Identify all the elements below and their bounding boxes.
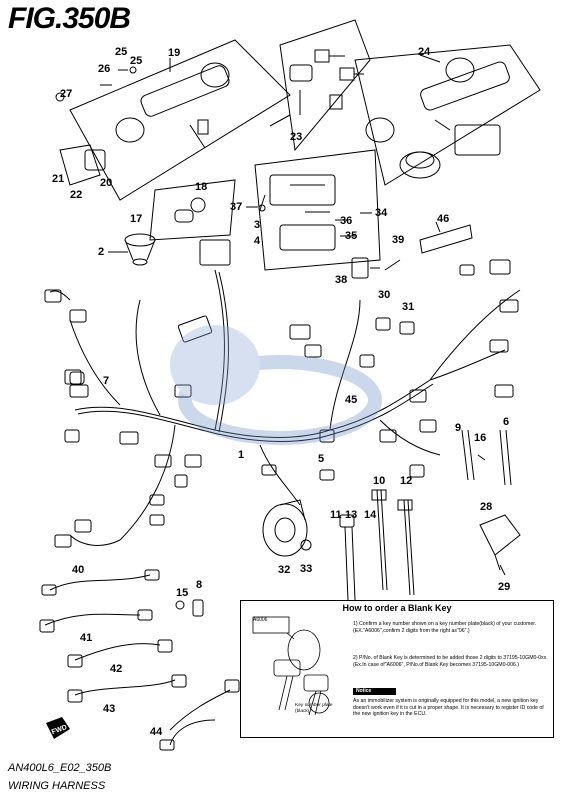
callout-42: 42 <box>110 663 122 675</box>
callout-38: 38 <box>335 274 347 286</box>
callout-33: 33 <box>300 563 312 575</box>
callout-18: 18 <box>195 181 207 193</box>
callout-31: 31 <box>402 301 414 313</box>
notice-badge: Notice <box>353 688 396 695</box>
callout-22: 22 <box>70 189 82 201</box>
callout-35: 35 <box>345 230 357 242</box>
panel-24-lock-set <box>354 44 541 186</box>
key-plate-label: Key number plate (black) <box>295 703 333 714</box>
callout-2: 2 <box>98 246 104 258</box>
callout-30: 30 <box>378 289 390 301</box>
callout-21: 21 <box>52 173 64 185</box>
key-number-sample: A6006 <box>253 617 268 623</box>
callout-41: 41 <box>80 632 92 644</box>
figure-title: FIG.350B <box>8 2 131 35</box>
callout-15: 15 <box>176 587 188 599</box>
callout-14: 14 <box>364 509 377 521</box>
callout-12: 12 <box>400 475 412 487</box>
callout-23: 23 <box>290 131 302 143</box>
callout-43: 43 <box>103 703 115 715</box>
callout-25b: 26 <box>98 63 110 75</box>
blank-key-title: How to order a Blank Key <box>336 603 458 613</box>
callout-32: 32 <box>278 564 290 576</box>
callout-24: 24 <box>418 46 431 58</box>
callout-37: 37 <box>230 201 242 213</box>
callout-8: 8 <box>196 579 202 591</box>
callout-7: 7 <box>103 375 109 387</box>
callout-20: 20 <box>100 177 112 189</box>
blank-key-step-1: 1) Confirm a key number shown on a key n… <box>353 621 537 634</box>
callout-13: 13 <box>345 509 357 521</box>
blank-key-info-box: How to order a Blank Key A6006 Key numbe… <box>240 600 554 738</box>
callout-44: 44 <box>150 726 163 738</box>
callout-40: 40 <box>72 564 84 576</box>
notice-text: As an immobilizer system is originally e… <box>353 698 544 717</box>
model-code: AN400L6_E02_350B <box>8 762 112 774</box>
callout-39: 39 <box>392 234 404 246</box>
callout-27: 27 <box>60 88 72 100</box>
key-illustration <box>252 616 330 716</box>
callout-10: 10 <box>373 475 385 487</box>
callout-19: 19 <box>168 47 180 59</box>
panel-17-fuse <box>149 179 236 241</box>
callout-36: 36 <box>340 215 352 227</box>
callout-34: 34 <box>375 207 388 219</box>
callout-6: 6 <box>503 416 509 428</box>
callout-45: 45 <box>345 394 357 406</box>
callout-29: 29 <box>498 581 510 593</box>
callout-28: 28 <box>480 501 492 513</box>
panel-34-box <box>254 149 381 271</box>
callout-17: 17 <box>130 213 142 225</box>
callout-9: 9 <box>455 422 461 434</box>
callout-4: 4 <box>254 235 261 247</box>
figure-name: WIRING HARNESS <box>8 780 106 792</box>
callout-26: 25 <box>130 55 142 67</box>
blank-key-step-2: 2) P/No. of Blank Key is determined to b… <box>353 655 548 668</box>
callout-46: 46 <box>437 213 449 225</box>
callout-3: 3 <box>254 219 260 231</box>
fwd-arrow: FWD <box>44 715 72 741</box>
callout-5: 5 <box>318 453 324 465</box>
watermark-logo <box>170 325 382 445</box>
callout-11: 11 <box>330 509 342 521</box>
callout-25a: 25 <box>115 46 127 58</box>
callout-16: 16 <box>474 432 486 444</box>
callout-1: 1 <box>238 449 244 461</box>
